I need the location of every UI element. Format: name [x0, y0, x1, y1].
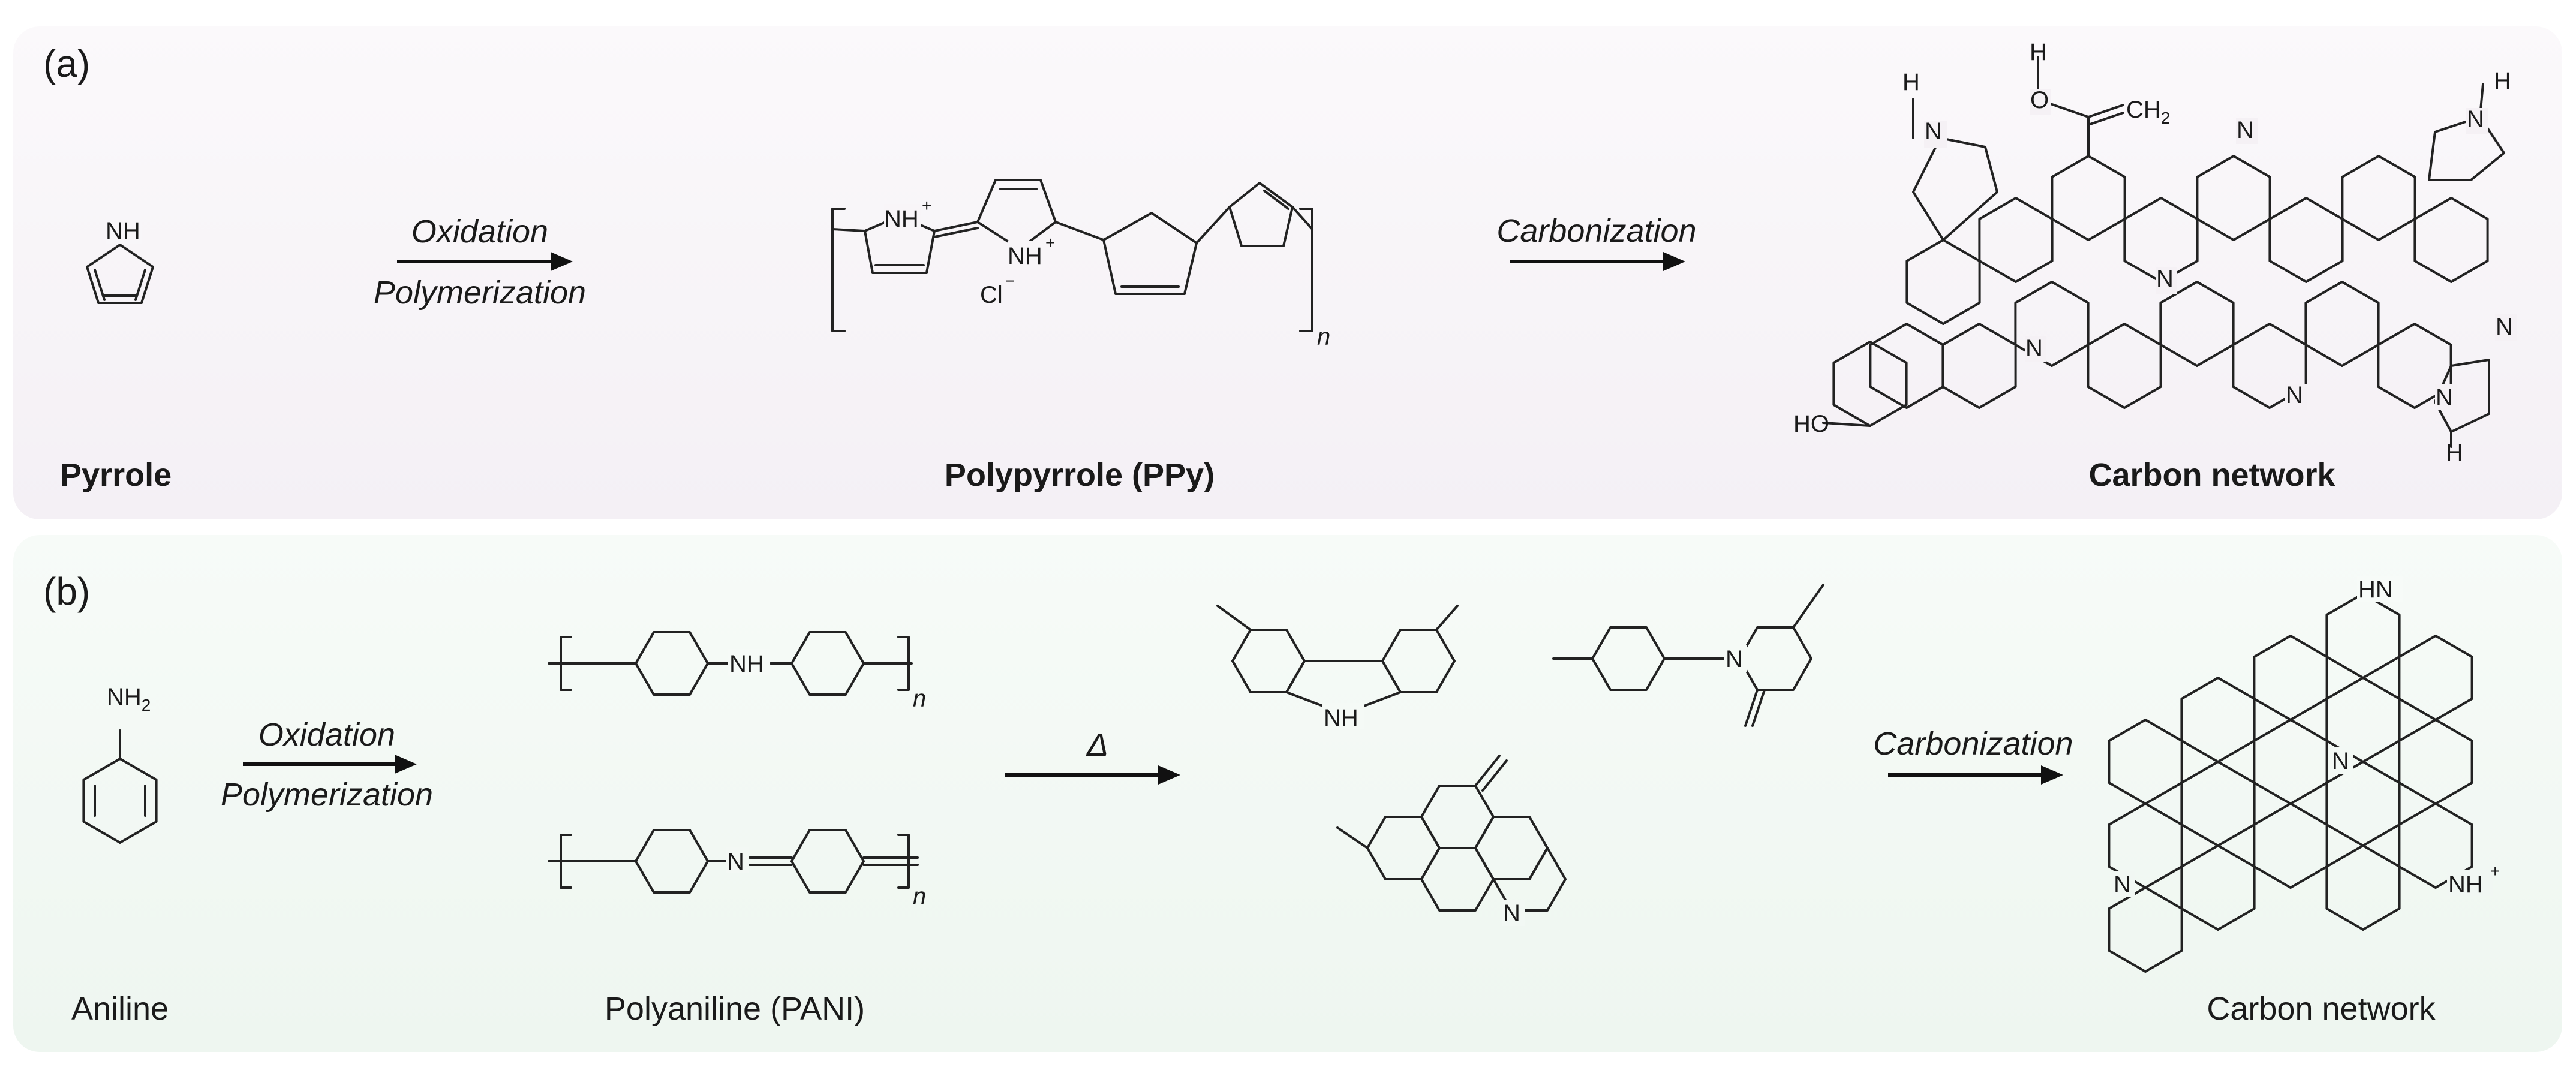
arrow-b3-head [2041, 765, 2063, 785]
panel-b-label: (b) [43, 570, 90, 613]
heat-label: Δ [1086, 727, 1108, 763]
arrow-b2-head [1158, 765, 1180, 785]
cn-a-h-atom-2: H [2030, 39, 2047, 65]
panel-a [13, 26, 2562, 519]
cn-a-h-atom-3: H [2494, 68, 2511, 94]
polymerization-label-b: Polymerization [221, 777, 433, 813]
intermediate-n-atom-2: N [1503, 900, 1520, 927]
pani-repeat-n-2: n [913, 883, 926, 910]
cn-b-nh-atom: NH [2448, 871, 2483, 898]
ppy-nh-atom-1: NH [884, 206, 919, 232]
cn-a-n-atom-6: N [2025, 335, 2043, 362]
panel-a-label: (a) [43, 42, 90, 85]
pyrrole-structure: NH [86, 216, 154, 304]
ppy-charge-2: + [1045, 233, 1055, 252]
cn-a-n-atom-5: N [2496, 314, 2513, 340]
ppy-charge-1: + [922, 196, 931, 215]
pani-nh-atom: NH [729, 651, 764, 677]
ppy-counterion-charge: − [1005, 272, 1015, 290]
intermediate-structures: NH N N [1216, 584, 1824, 927]
pani-n-atom: N [727, 849, 744, 875]
arrow-a1-head [551, 252, 573, 271]
aniline-nh2-group: NH2 [107, 684, 151, 714]
cn-a-ho-group: HO [1793, 411, 1829, 437]
carbazole-nh-atom: NH [1324, 705, 1358, 731]
intermediate-n-atom-1: N [1726, 646, 1743, 672]
carbon-network-b-structure: HN N N NH + [2108, 576, 2500, 973]
arrow-b1-head [395, 755, 417, 774]
cn-b-charge: + [2490, 862, 2500, 880]
cn-b-hn-atom: HN [2358, 576, 2393, 603]
pyrrole-label: Pyrrole [60, 457, 172, 493]
cn-b-n-atom-1: N [2332, 748, 2349, 774]
oxidation-label-b: Oxidation [258, 717, 395, 753]
aniline-label: Aniline [71, 991, 169, 1027]
polyaniline-label: Polyaniline (PANI) [605, 991, 865, 1027]
cn-a-ch2-group: CH2 [2126, 97, 2170, 127]
cn-a-h-atom-1: H [1902, 69, 1920, 95]
polymerization-label-a: Polymerization [374, 275, 586, 311]
cn-a-n-atom-3: N [2467, 106, 2484, 133]
cn-a-n-atom-8: N [2436, 384, 2453, 411]
cn-a-n-atom-7: N [2286, 382, 2303, 408]
polypyrrole-label: Polypyrrole (PPy) [945, 457, 1215, 493]
carbonization-label-b: Carbonization [1873, 726, 2073, 762]
cn-a-n-atom-1: N [1925, 118, 1942, 145]
cn-a-h-atom-4: H [2446, 440, 2463, 466]
pyrrole-nh-atom: NH [106, 218, 140, 244]
cn-a-o-atom: O [2030, 87, 2049, 113]
cn-a-n-atom-4: N [2156, 266, 2174, 292]
carbonization-label-a: Carbonization [1496, 213, 1696, 249]
cn-a-n-atom-2: N [2237, 117, 2254, 143]
carbon-network-a-label: Carbon network [2088, 457, 2335, 493]
ppy-nh-atom-2: NH [1008, 243, 1042, 269]
pani-repeat-n-1: n [913, 686, 926, 712]
polyaniline-structure: NH n N n [548, 631, 926, 910]
ppy-repeat-n: n [1317, 324, 1330, 350]
carbon-network-a-structure: N H H O CH2 N N H N N N N N H HO [1793, 39, 2517, 466]
polypyrrole-structure: NH + NH + Cl − n [831, 179, 1330, 350]
cn-b-n-atom-2: N [2114, 871, 2131, 898]
arrow-a2-head [1663, 252, 1685, 271]
oxidation-label-a: Oxidation [411, 214, 548, 250]
carbon-network-b-label: Carbon network [2207, 991, 2436, 1027]
aniline-structure: NH2 [82, 684, 158, 844]
ppy-counterion: Cl [980, 282, 1003, 308]
